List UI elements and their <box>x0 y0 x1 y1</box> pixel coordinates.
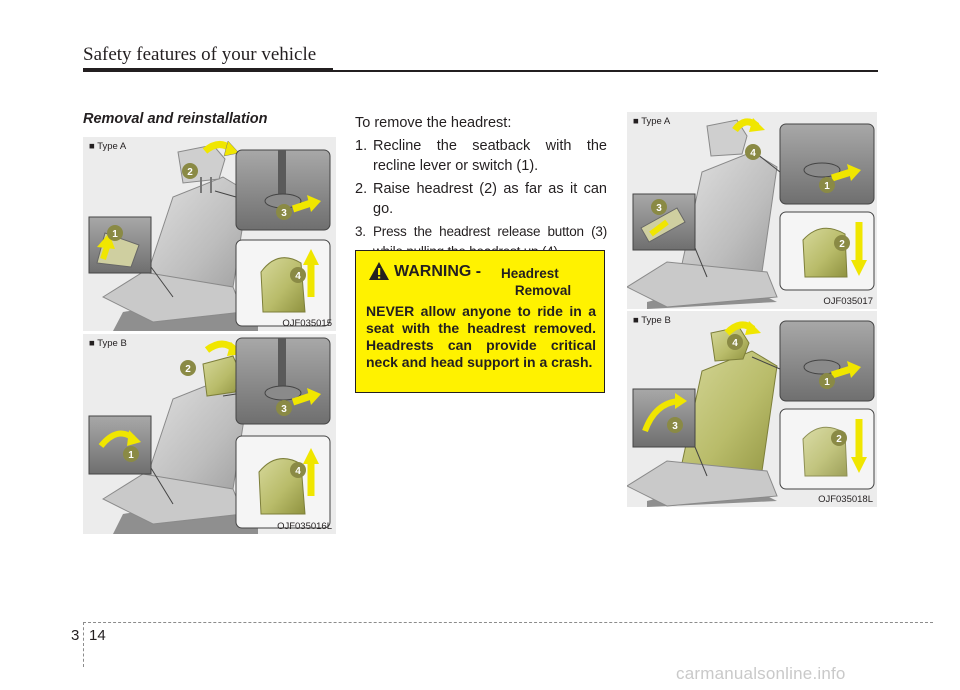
header-title: Safety features of your vehicle <box>83 44 317 65</box>
page-chapter: 3 <box>71 627 80 644</box>
callout-1: 1 <box>824 377 830 388</box>
step-text: Recline the seatback with the recline le… <box>373 138 607 174</box>
callout-3: 3 <box>656 203 662 214</box>
callout-2: 2 <box>836 434 842 445</box>
footer-divider <box>83 622 85 667</box>
warning-triangle-icon <box>369 262 389 280</box>
section-title: Removal and reinstallation <box>83 111 268 127</box>
seat-illustration: 1 2 3 4 <box>83 137 336 331</box>
callout-1: 1 <box>112 229 118 240</box>
figure-type-label: ■ Type A <box>89 141 127 152</box>
warning-box: WARNING - Headrest Removal NEVER allow a… <box>355 250 605 393</box>
footer-rule <box>83 622 933 623</box>
callout-2: 2 <box>839 239 845 250</box>
warning-subject-line-1: Headrest <box>501 266 559 281</box>
header-rule-thin <box>333 70 878 72</box>
callout-2: 2 <box>185 364 191 375</box>
warning-word: WARNING - <box>394 263 482 280</box>
callout-2: 2 <box>187 167 193 178</box>
seat-illustration: 3 4 1 2 <box>627 112 877 309</box>
page-number: 14 <box>89 627 106 644</box>
callout-3: 3 <box>672 421 678 432</box>
callout-4: 4 <box>732 338 738 349</box>
figure-code: OJF035018L <box>818 494 873 505</box>
warning-subject-line-2: Removal <box>514 283 572 298</box>
step-number: 1. <box>355 138 368 154</box>
callout-1: 1 <box>128 450 134 461</box>
instructions: To remove the headrest: 1. Recline the s… <box>355 113 607 265</box>
callout-3: 3 <box>281 208 287 219</box>
callout-4: 4 <box>295 271 301 282</box>
step-2: 2. Raise headrest (2) as far as it can g… <box>355 179 607 219</box>
seat-illustration: 3 4 1 2 <box>627 311 877 507</box>
callout-4: 4 <box>295 466 301 477</box>
step-number: 3. <box>355 224 366 239</box>
figure-left-type-b: 1 2 3 4 ■ Type B OJF035016L <box>83 334 336 534</box>
step-1: 1. Recline the seatback with the recline… <box>355 136 607 176</box>
warning-body: NEVER allow anyone to ride in a seat wit… <box>366 303 596 370</box>
instructions-intro: To remove the headrest: <box>355 115 512 131</box>
figure-type-label: ■ Type B <box>89 338 127 349</box>
callout-4: 4 <box>750 148 756 159</box>
figure-type-label: ■ Type A <box>633 116 671 127</box>
figure-right-type-a: 3 4 1 2 ■ Type A OJF035017 <box>627 112 877 309</box>
step-number: 2. <box>355 181 368 197</box>
callout-3: 3 <box>281 404 287 415</box>
figure-type-label: ■ Type B <box>633 315 671 326</box>
header-rule-thick <box>83 68 333 72</box>
figure-right-type-b: 3 4 1 2 ■ Type B OJF035018L <box>627 311 877 507</box>
callout-1: 1 <box>824 181 830 192</box>
figure-code: OJF035016L <box>277 521 332 532</box>
figure-code: OJF035017 <box>823 296 873 307</box>
figure-code: OJF035015 <box>282 318 332 329</box>
seat-illustration: 1 2 3 4 <box>83 334 336 534</box>
step-text: Raise headrest (2) as far as it can go. <box>373 181 607 217</box>
warning-subject: Headrest Removal <box>497 265 589 299</box>
watermark: carmanualsonline.info <box>676 664 846 683</box>
figure-left-type-a: 1 2 3 4 ■ Type A OJF035015 <box>83 137 336 331</box>
